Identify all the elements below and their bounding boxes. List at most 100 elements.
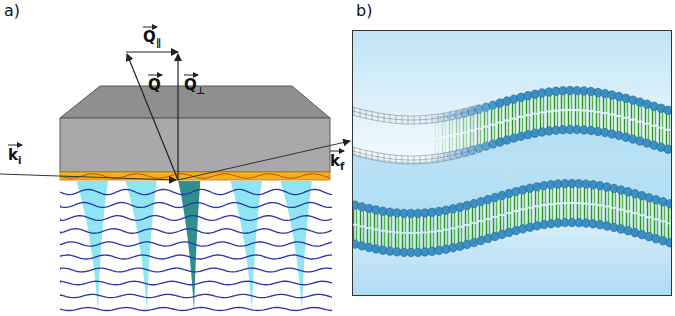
mesh-line <box>426 155 427 163</box>
lipid <box>428 208 436 255</box>
lipid-tail <box>587 188 588 203</box>
vector-label: ⊥ <box>196 86 205 96</box>
lipid-tail <box>631 104 632 119</box>
lipid-tail <box>592 95 593 110</box>
mesh-line <box>378 153 379 161</box>
lipid-tail <box>402 217 403 232</box>
shaded-wedge <box>230 181 262 312</box>
lipid-tail <box>662 129 663 144</box>
lipid-tail <box>430 216 431 231</box>
lipid-tail <box>437 215 438 230</box>
lipid-tail <box>468 226 469 241</box>
lipid-tail <box>435 139 436 154</box>
lipid-tail <box>559 188 560 203</box>
lipid-tail <box>615 209 616 224</box>
lipid-tail <box>557 112 558 127</box>
lipid-tail <box>605 207 606 222</box>
wave-line <box>60 189 332 194</box>
lipid-tail <box>356 209 357 224</box>
lipid-tail <box>500 216 501 231</box>
lipid-tail <box>591 205 592 220</box>
lipid-tail <box>501 124 502 139</box>
lipid-tail <box>484 111 485 126</box>
lipid <box>421 209 429 256</box>
lipid-tail <box>514 212 515 227</box>
lipid-tail <box>494 109 495 124</box>
lipid-tail <box>571 111 572 126</box>
lipid-tail <box>501 107 502 122</box>
lipid-tail <box>626 212 627 227</box>
lipid-tail <box>416 217 417 232</box>
lipid-tail <box>636 214 637 229</box>
lipid-tail <box>353 226 354 241</box>
lipid-tail <box>531 192 532 207</box>
lipid-tail <box>482 222 483 237</box>
lipid-tail <box>552 205 553 220</box>
lipid-tail <box>620 117 621 132</box>
lipid-head <box>666 200 671 208</box>
lipid-tail <box>542 206 543 221</box>
lipid-tail <box>634 121 635 136</box>
lipid-tail <box>360 227 361 242</box>
lipid-tail <box>568 94 569 109</box>
lipid-tail <box>613 115 614 130</box>
lipid-tail <box>454 212 455 227</box>
lipid-tail <box>454 229 455 244</box>
lipid-tail <box>479 205 480 220</box>
lipid-tail <box>622 194 623 209</box>
lipid-tail <box>545 189 546 204</box>
water-layer <box>353 132 671 211</box>
lipid <box>671 108 672 155</box>
vector-arrow <box>148 75 162 76</box>
lipid-tail <box>438 139 439 154</box>
vector-label: k <box>8 148 18 163</box>
lipid <box>575 179 583 226</box>
lipid-tail <box>493 218 494 233</box>
lipid-tail <box>631 121 632 136</box>
lipid-tail <box>668 224 669 239</box>
mesh-line <box>384 114 385 122</box>
vector-label: Q <box>143 30 156 45</box>
lipid-tail <box>575 94 576 109</box>
lipid-tail <box>554 95 555 110</box>
lipid <box>545 88 553 135</box>
lipid-tail <box>377 230 378 245</box>
lipid-tail <box>377 213 378 228</box>
lipid-tail <box>370 229 371 244</box>
lipid-tail <box>603 97 604 112</box>
lipid-tail <box>542 189 543 204</box>
mesh-line <box>432 115 433 123</box>
lipid-tail <box>619 194 620 209</box>
lipid-tail <box>584 205 585 220</box>
lipid-tail <box>585 94 586 109</box>
lipid-tail <box>536 98 537 113</box>
mesh-line <box>390 115 391 123</box>
lipid-tail <box>573 204 574 219</box>
lipid-tail <box>612 209 613 224</box>
lipid-tail <box>613 98 614 113</box>
lipid-tail <box>570 187 571 202</box>
lipid-tail <box>363 210 364 225</box>
lipid-tail <box>508 105 509 120</box>
lipid-tail <box>648 108 649 123</box>
lipid-tail <box>388 233 389 248</box>
lipid-tail <box>405 217 406 232</box>
lipid-tail <box>668 207 669 222</box>
lipid-tail <box>381 215 382 230</box>
lipid-tail <box>564 111 565 126</box>
lipid-tail <box>648 125 649 140</box>
lipid-tail <box>526 99 527 114</box>
lipid-tail <box>664 205 665 220</box>
mesh-line <box>360 109 361 117</box>
q-vector <box>127 54 178 180</box>
mesh-line <box>372 152 373 160</box>
lipid-tail <box>449 137 450 152</box>
lipid-tail <box>612 192 613 207</box>
lipid-tail <box>575 111 576 126</box>
lipid-tail <box>412 234 413 249</box>
lipid-tail <box>561 94 562 109</box>
lipid-tail <box>617 100 618 115</box>
lipid-tail <box>438 122 439 137</box>
lipid-tail <box>596 113 597 128</box>
lipid <box>414 209 422 256</box>
